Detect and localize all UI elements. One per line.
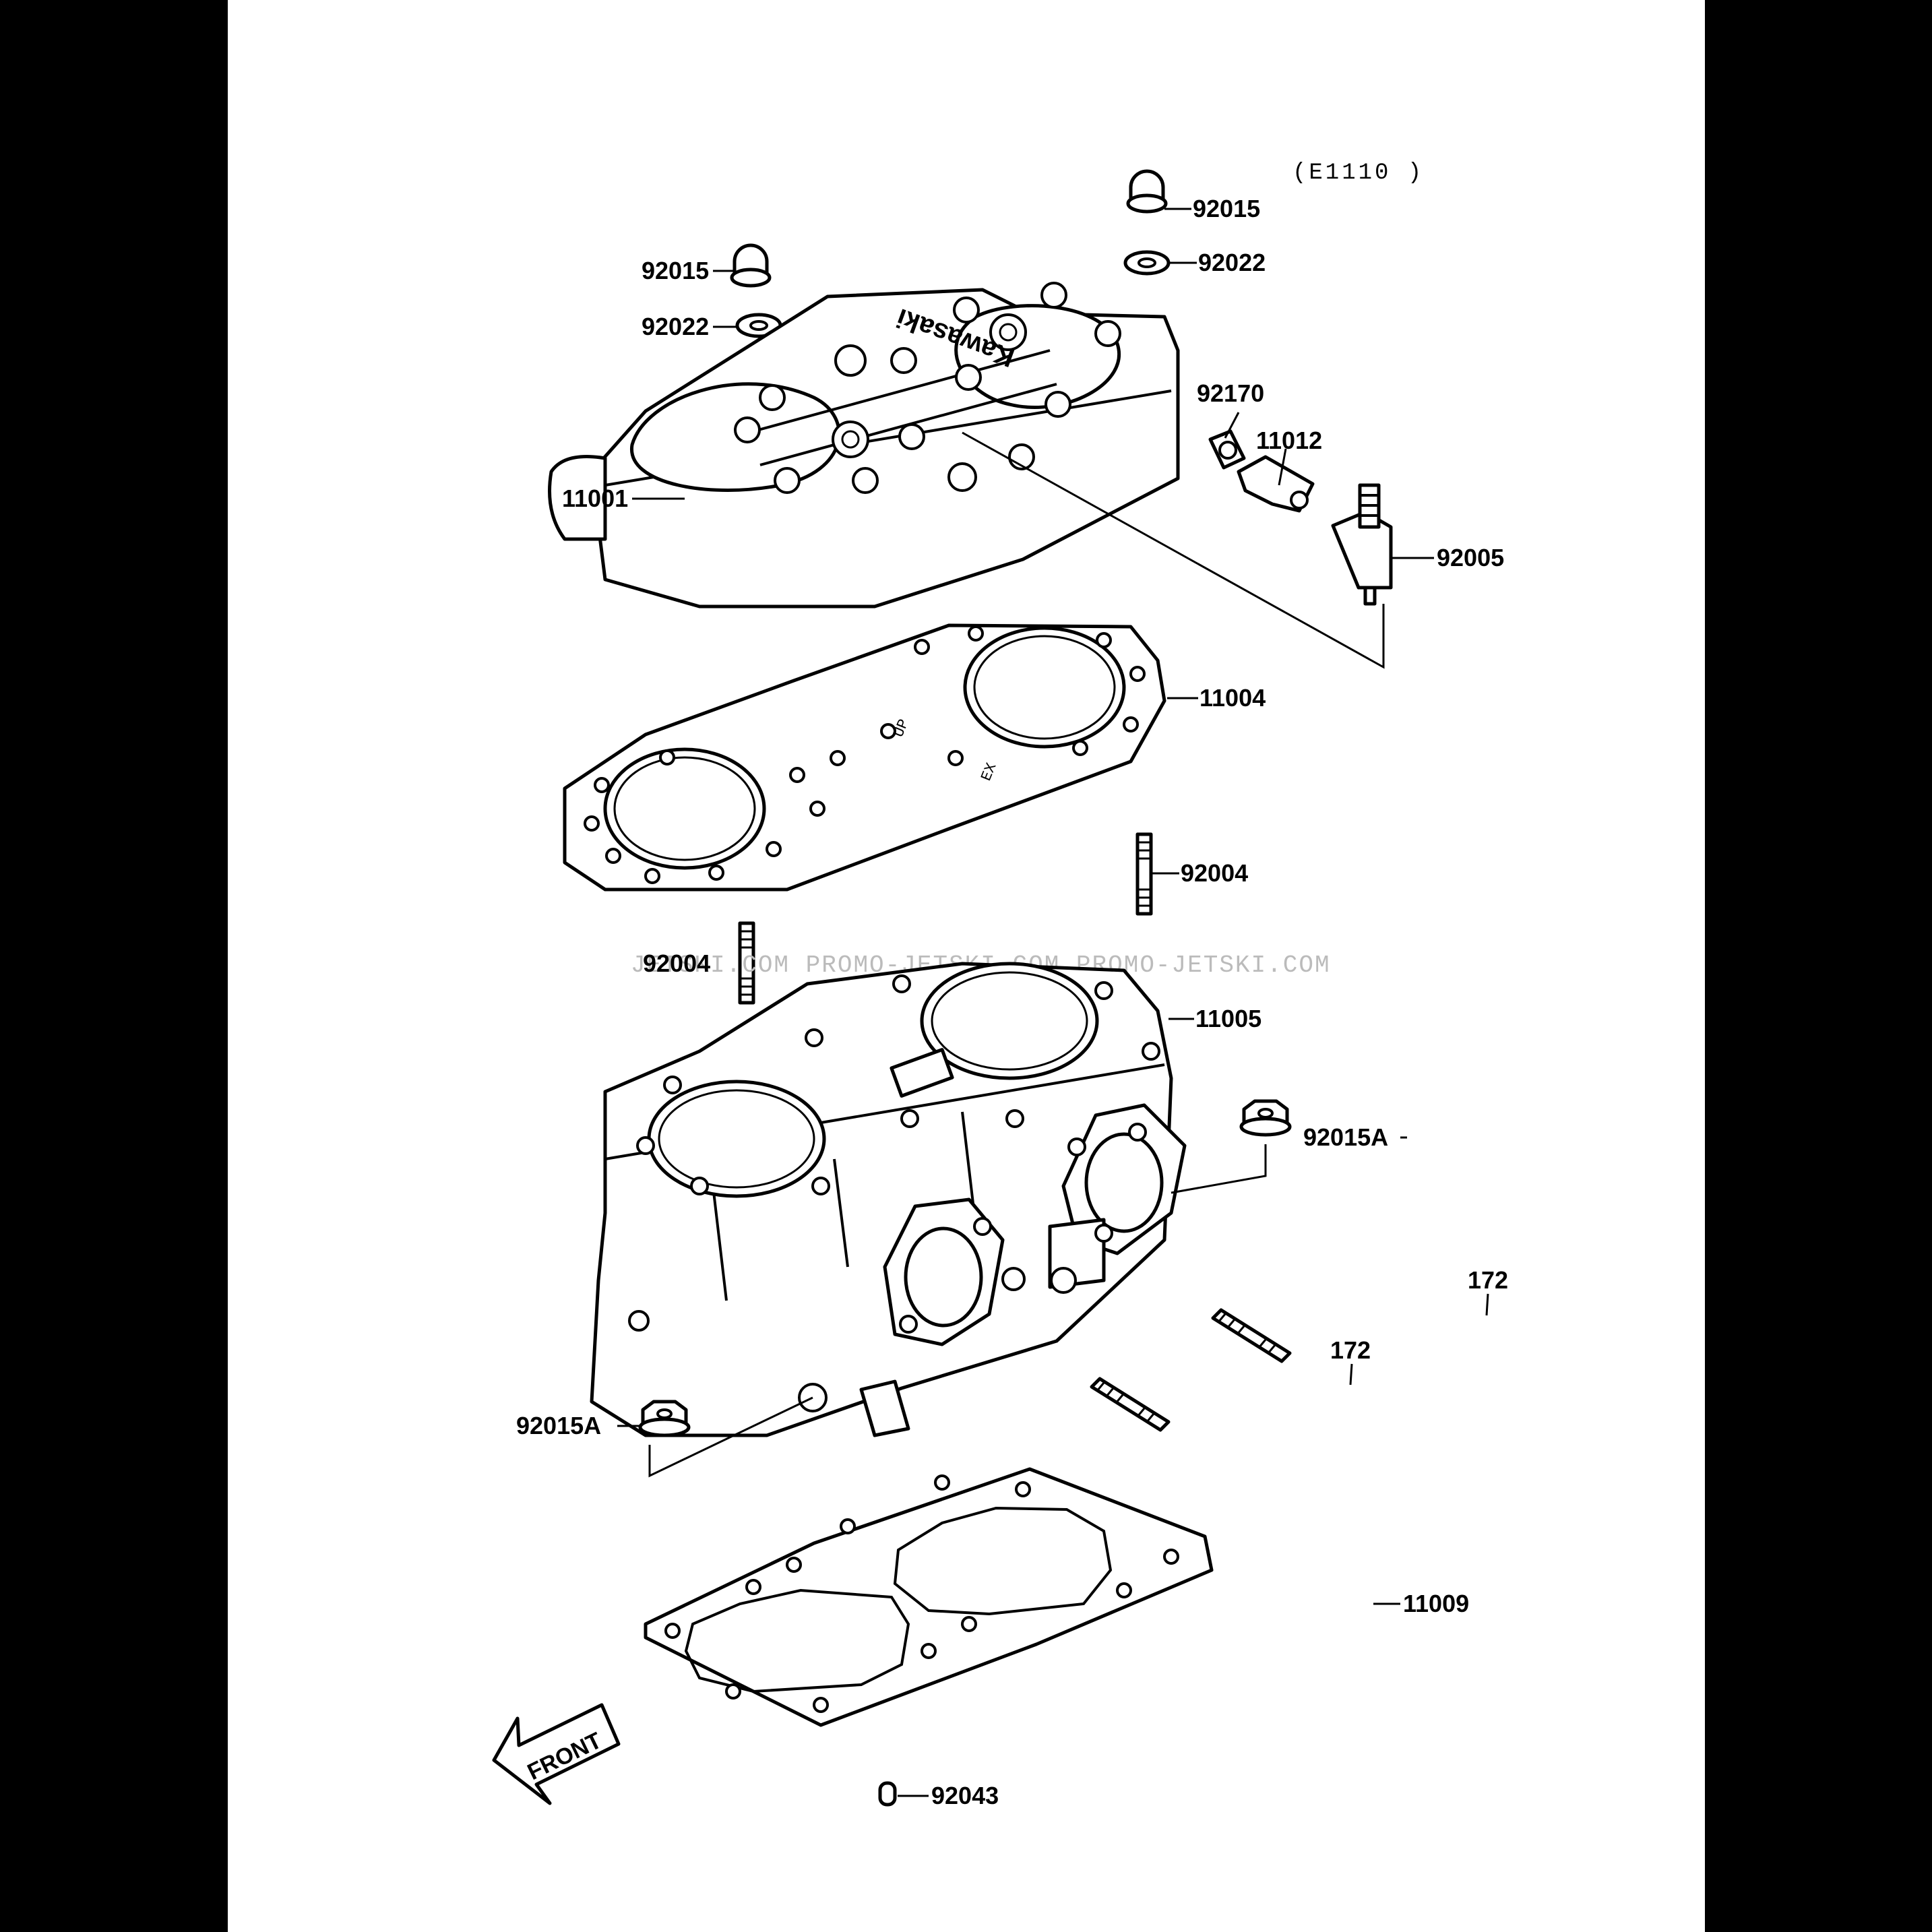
flange-nut-92015A-left[interactable]: [638, 1400, 691, 1437]
base-gasket-11009[interactable]: [644, 1467, 1214, 1727]
stud-172-right[interactable]: [1211, 1308, 1292, 1363]
front-direction-arrow: FRONT: [492, 1703, 621, 1805]
label-92015A-left: 92015A: [516, 1412, 601, 1439]
stud-92004-left[interactable]: [738, 921, 755, 1005]
label-11004: 11004: [1199, 684, 1266, 712]
label-11001: 11001: [562, 485, 628, 512]
washer-92022-right[interactable]: [1123, 250, 1171, 276]
stud-172-left[interactable]: [1090, 1377, 1171, 1432]
diagram-code: (E1110 ): [1292, 160, 1424, 186]
leader-92005-assembly: [962, 431, 1385, 669]
flange-nut-92015A-right[interactable]: [1239, 1099, 1292, 1137]
label-92170: 92170: [1197, 379, 1264, 407]
label-172-left: 172: [1330, 1336, 1371, 1364]
label-172-right: 172: [1468, 1266, 1508, 1294]
leader-lines: [617, 208, 1489, 1797]
dowel-pin-92043[interactable]: [878, 1781, 897, 1807]
head-gasket-11004[interactable]: UP EX: [563, 623, 1166, 892]
cylinder-block-11005[interactable]: [590, 962, 1187, 1437]
clamp-92170[interactable]: [1208, 429, 1246, 470]
label-92004-left: 92004: [643, 949, 710, 977]
fitting-11012[interactable]: [1237, 455, 1315, 513]
leader-92015A-right: [1171, 1144, 1267, 1194]
exploded-parts-diagram: (E1110 ): [492, 160, 1508, 1809]
leader-92015A-left: [648, 1396, 813, 1478]
label-92015-left: 92015: [642, 257, 709, 284]
cap-nut-92015-left[interactable]: [730, 243, 772, 288]
label-92022-right: 92022: [1198, 249, 1266, 276]
label-92004-right: 92004: [1181, 859, 1248, 887]
label-92015A-right: 92015A: [1303, 1123, 1388, 1151]
label-92005: 92005: [1437, 544, 1504, 571]
label-92015-right: 92015: [1193, 195, 1260, 222]
label-11005: 11005: [1195, 1005, 1261, 1032]
cylinder-head-11001[interactable]: Kawasaki: [548, 282, 1180, 609]
label-92022-left: 92022: [642, 313, 709, 340]
label-11009: 11009: [1403, 1590, 1469, 1617]
parts-diagram-page: (E1110 ): [228, 0, 1705, 1932]
cap-nut-92015-right[interactable]: [1126, 169, 1168, 214]
stud-92004-right[interactable]: [1135, 832, 1153, 916]
fitting-92005[interactable]: [1331, 483, 1393, 606]
label-11012: 11012: [1256, 427, 1322, 454]
label-92043: 92043: [931, 1782, 999, 1809]
